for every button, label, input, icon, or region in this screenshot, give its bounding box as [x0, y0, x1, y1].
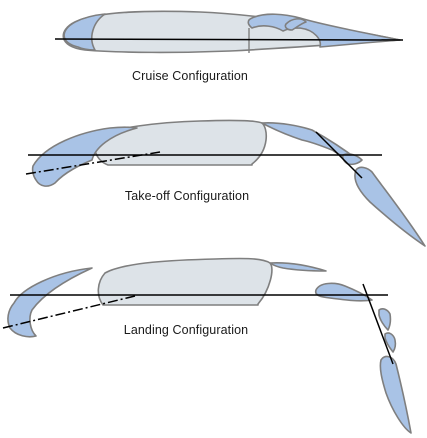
cruise-leading-edge-slat: [63, 13, 106, 51]
landing-flap-vane-2: [384, 332, 397, 353]
cruise-flap: [247, 13, 401, 48]
landing-wing-body: [97, 257, 273, 306]
landing-flap-forward: [314, 282, 373, 302]
takeoff-flap-aft: [354, 166, 426, 247]
takeoff-slat-chord-line: [25, 151, 161, 175]
landing-spoiler: [269, 262, 327, 272]
takeoff-airfoil: [25, 119, 426, 247]
landing-leading-edge-slat: [7, 267, 93, 338]
landing-flap-chord-line: [362, 283, 394, 365]
takeoff-flap-chord-line: [315, 131, 363, 179]
cruise-airfoil: [54, 10, 404, 54]
landing-flap-vane-1: [378, 307, 392, 331]
landing-flap-aft: [379, 355, 412, 434]
landing-caption: Landing Configuration: [123, 323, 249, 337]
landing-slat-chord-line: [2, 295, 136, 329]
cruise-caption: Cruise Configuration: [132, 69, 248, 83]
takeoff-leading-edge-slat: [31, 126, 138, 187]
landing-airfoil: [2, 257, 412, 434]
cruise-chord-line: [54, 38, 404, 41]
takeoff-caption: Take-off Configuration: [124, 189, 250, 203]
cruise-flap-vane: [284, 18, 307, 31]
